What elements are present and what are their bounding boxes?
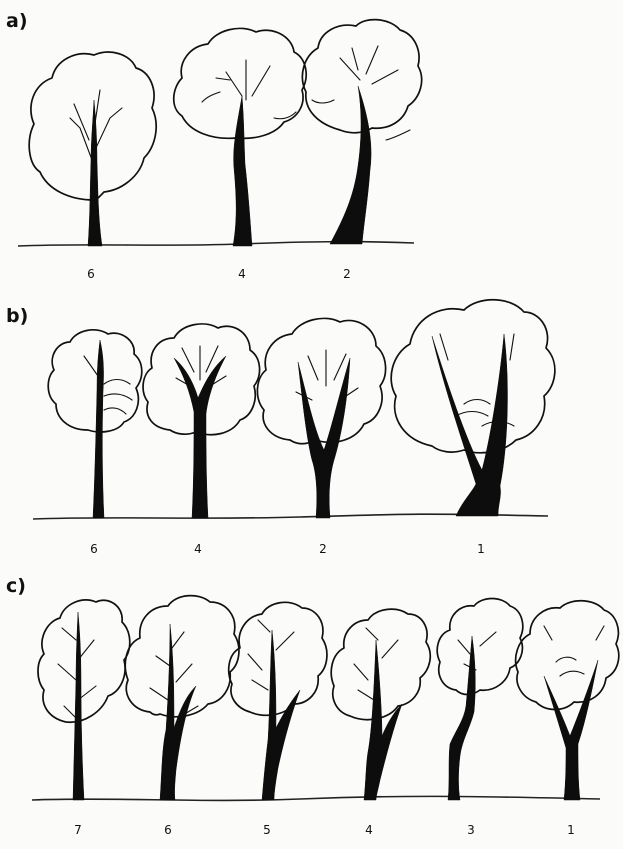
- tree-c-3: [437, 599, 523, 801]
- panel-label-c: c): [6, 575, 26, 597]
- tree-b-1: [391, 300, 555, 516]
- tree-a-2: [302, 20, 421, 244]
- panel-label-a: a): [6, 10, 28, 32]
- tree-b-4: [143, 324, 260, 518]
- tree-number: 4: [194, 542, 202, 556]
- tree-a-4: [174, 28, 306, 246]
- tree-a-6: [29, 52, 156, 246]
- tree-number: 2: [319, 542, 327, 556]
- tree-b-2: [257, 318, 385, 518]
- ground-line-c: [32, 796, 600, 800]
- tree-number: 3: [467, 823, 475, 837]
- tree-c-7: [38, 600, 130, 800]
- tree-number: 6: [87, 267, 95, 281]
- tree-c-5: [229, 602, 327, 800]
- tree-number: 5: [263, 823, 271, 837]
- tree-number: 1: [567, 823, 575, 837]
- tree-b-6: [48, 330, 142, 518]
- tree-c-4: [331, 609, 430, 800]
- tree-number: 6: [164, 823, 172, 837]
- tree-c-6: [125, 596, 239, 800]
- tree-c-1: [516, 601, 619, 800]
- panel-label-b: b): [6, 305, 28, 327]
- tree-number: 2: [343, 267, 351, 281]
- tree-number: 4: [365, 823, 373, 837]
- tree-number: 7: [74, 823, 82, 837]
- tree-number: 1: [477, 542, 485, 556]
- tree-number: 6: [90, 542, 98, 556]
- tree-number: 4: [238, 267, 246, 281]
